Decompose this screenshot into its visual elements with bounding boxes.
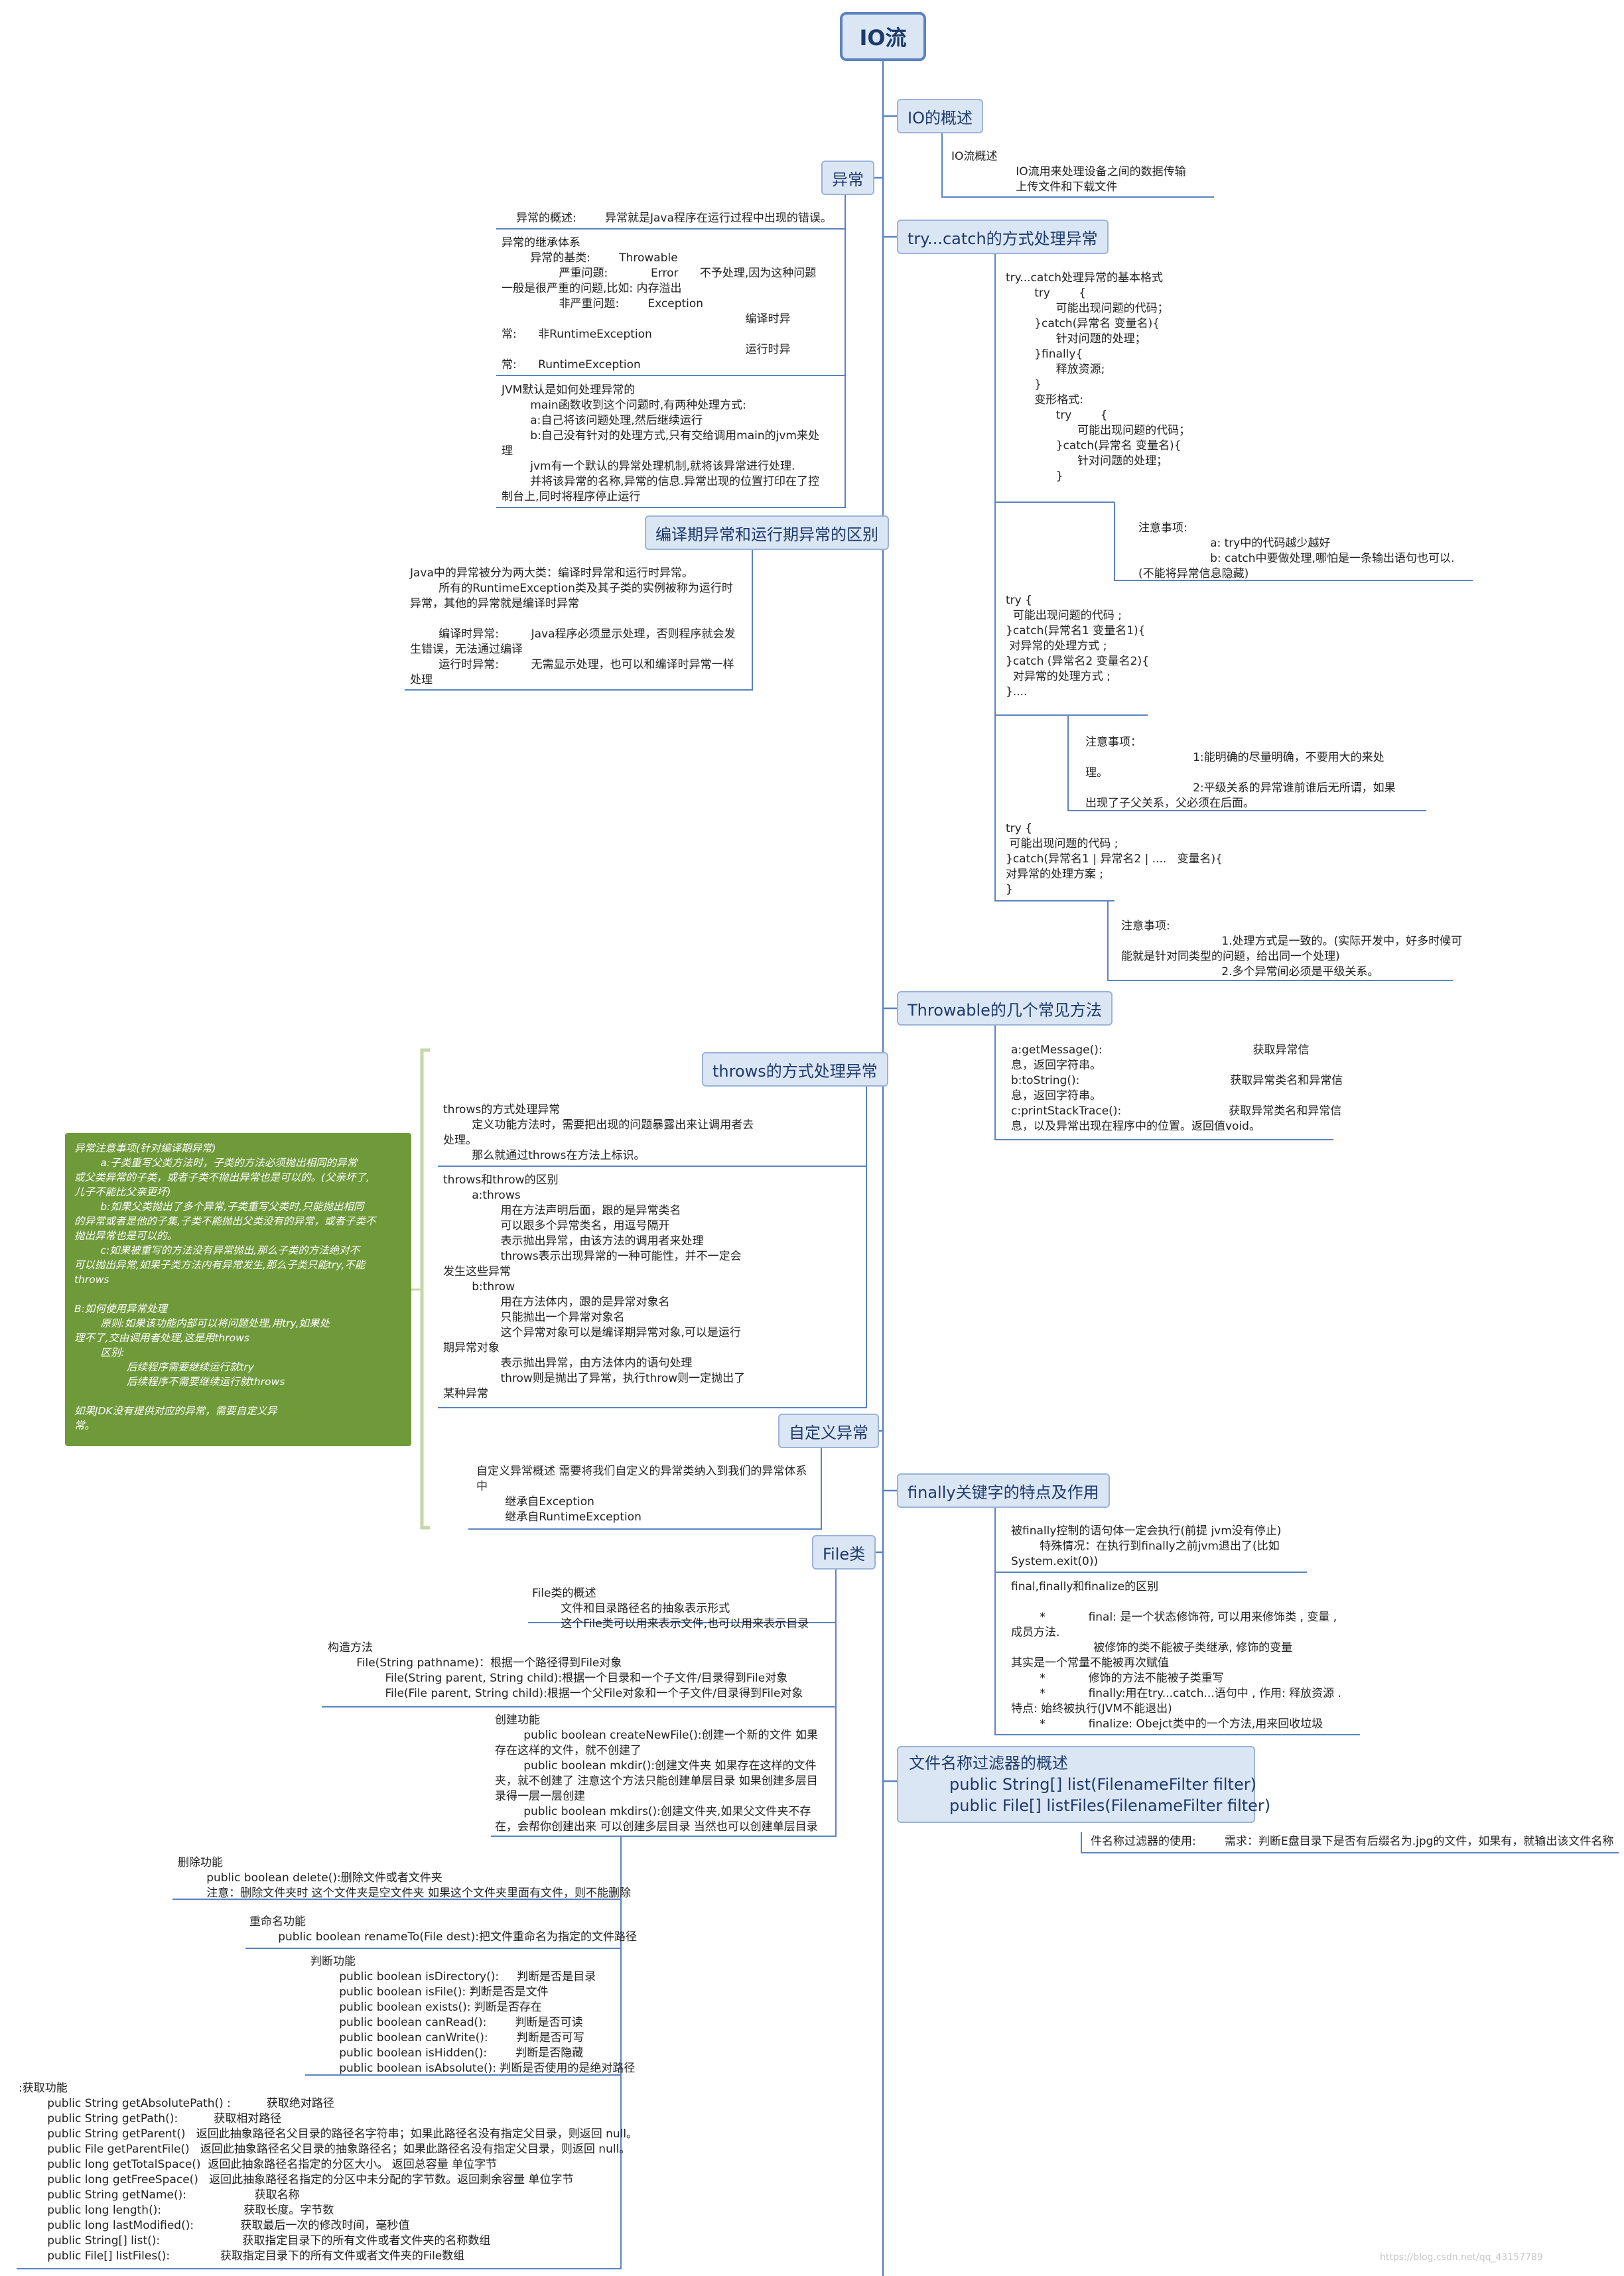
topic-exception[interactable]: 异常 xyxy=(821,161,874,195)
note-io-overview: IO流概述 IO流用来处理设备之间的数据传输 上传文件和下载文件 xyxy=(951,150,1186,194)
topic-compile-runtime[interactable]: 编译期异常和运行期异常的区别 xyxy=(645,515,889,550)
topic-throws[interactable]: throws的方式处理异常 xyxy=(702,1052,888,1087)
note-try-catch-format: try...catch处理异常的基本格式 try { 可能出现问题的代码； }c… xyxy=(1006,271,1191,483)
note-compile-runtime: Java中的异常被分为两大类：编译时异常和运行时异常。 所有的RuntimeEx… xyxy=(410,567,736,687)
note-try-catch-caution-2: 注意事项： 1:能明确的尽量明确，不要用大的来处 理。 2:平级关系的异常谁前谁… xyxy=(1085,736,1396,810)
note-file-get: :获取功能 public String getAbsolutePath() : … xyxy=(19,2082,638,2263)
topic-io-overview[interactable]: IO的概述 xyxy=(897,99,983,133)
note-throwable-methods: a:getMessage(): 获取异常信 息，返回字符串。 b:toStrin… xyxy=(1011,1043,1343,1133)
note-finally-diff: final,finally和finalize的区别 * final: 是一个状态… xyxy=(1011,1580,1341,1731)
topic-file-class[interactable]: File类 xyxy=(812,1535,876,1570)
topic-try-catch[interactable]: try...catch的方式处理异常 xyxy=(897,220,1109,254)
topic-filename-filter[interactable]: 文件名称过滤器的概述 public String[] list(Filename… xyxy=(897,1746,1270,1823)
note-try-catch-jdk7: try { 可能出现问题的代码 ; }catch(异常名1 | 异常名2 | .… xyxy=(1006,822,1223,896)
note-throws-text: throws的方式处理异常 定义功能方法时，需要把出现的问题暴露出来让调用者去 … xyxy=(443,1103,754,1162)
topic-custom-exception[interactable]: 自定义异常 xyxy=(778,1414,879,1448)
note-exception-system: 异常的继承体系 异常的基类: Throwable 严重问题: Error 不予处… xyxy=(502,236,817,371)
note-finally-text: 被finally控制的语句体一定会执行(前提 jvm没有停止) 特殊情况：在执行… xyxy=(1011,1524,1282,1568)
note-try-catch-caution-3: 注意事项: 1.处理方式是一致的。(实际开发中，好多时候可 能就是针对同类型的问… xyxy=(1121,919,1463,978)
note-custom-exception: 自定义异常概述 需要将我们自定义的异常类纳入到我们的异常体系 中 继承自Exce… xyxy=(476,1465,807,1524)
note-file-create: 创建功能 public boolean createNewFile():创建一个… xyxy=(495,1713,819,1834)
callout-exception-notes: 异常注意事项(针对编译期异常) a:子类重写父类方法时，子类的方法必须抛出相同的… xyxy=(65,1133,411,1446)
watermark: https://blog.csdn.net/qq_43157789 xyxy=(1380,2252,1543,2263)
note-file-rename: 重命名功能 public boolean renameTo(File dest)… xyxy=(249,1915,637,1944)
topic-finally[interactable]: finally关键字的特点及作用 xyxy=(897,1473,1110,1508)
note-try-catch-multi: try { 可能出现问题的代码 ; }catch(异常名1 变量名1){ 对异常… xyxy=(1006,594,1149,699)
topic-throwable-methods[interactable]: Throwable的几个常见方法 xyxy=(897,991,1113,1026)
note-file-constructors: 构造方法 File(String pathname)：根据一个路径得到File对… xyxy=(328,1641,803,1700)
note-throws-vs-throw: throws和throw的区别 a:throws 用在方法声明后面，跟的是异常类… xyxy=(443,1173,746,1400)
note-filter-usage: 件名称过滤器的使用: 需求：判断E盘目录下是否有后缀名为.jpg的文件，如果有，… xyxy=(1091,1835,1614,1848)
root-topic[interactable]: IO流 xyxy=(840,12,926,61)
note-try-catch-caution-1: 注意事项: a: try中的代码越少越好 b: catch中要做处理,哪怕是一条… xyxy=(1138,521,1455,580)
note-exception-jvm: JVM默认是如何处理异常的 main函数收到这个问题时,有两种处理方式: a:自… xyxy=(502,383,820,503)
note-exception-overview: 异常的概述: 异常就是Java程序在运行过程中出现的错误。 xyxy=(516,212,832,225)
note-file-overview: File类的概述 文件和目录路径名的抽象表示形式 这个File类可以用来表示文件… xyxy=(532,1587,809,1631)
note-file-delete: 删除功能 public boolean delete():删除文件或者文件夹 注… xyxy=(178,1856,632,1900)
note-file-judge: 判断功能 public boolean isDirectory(): 判断是否是… xyxy=(310,1955,636,2075)
